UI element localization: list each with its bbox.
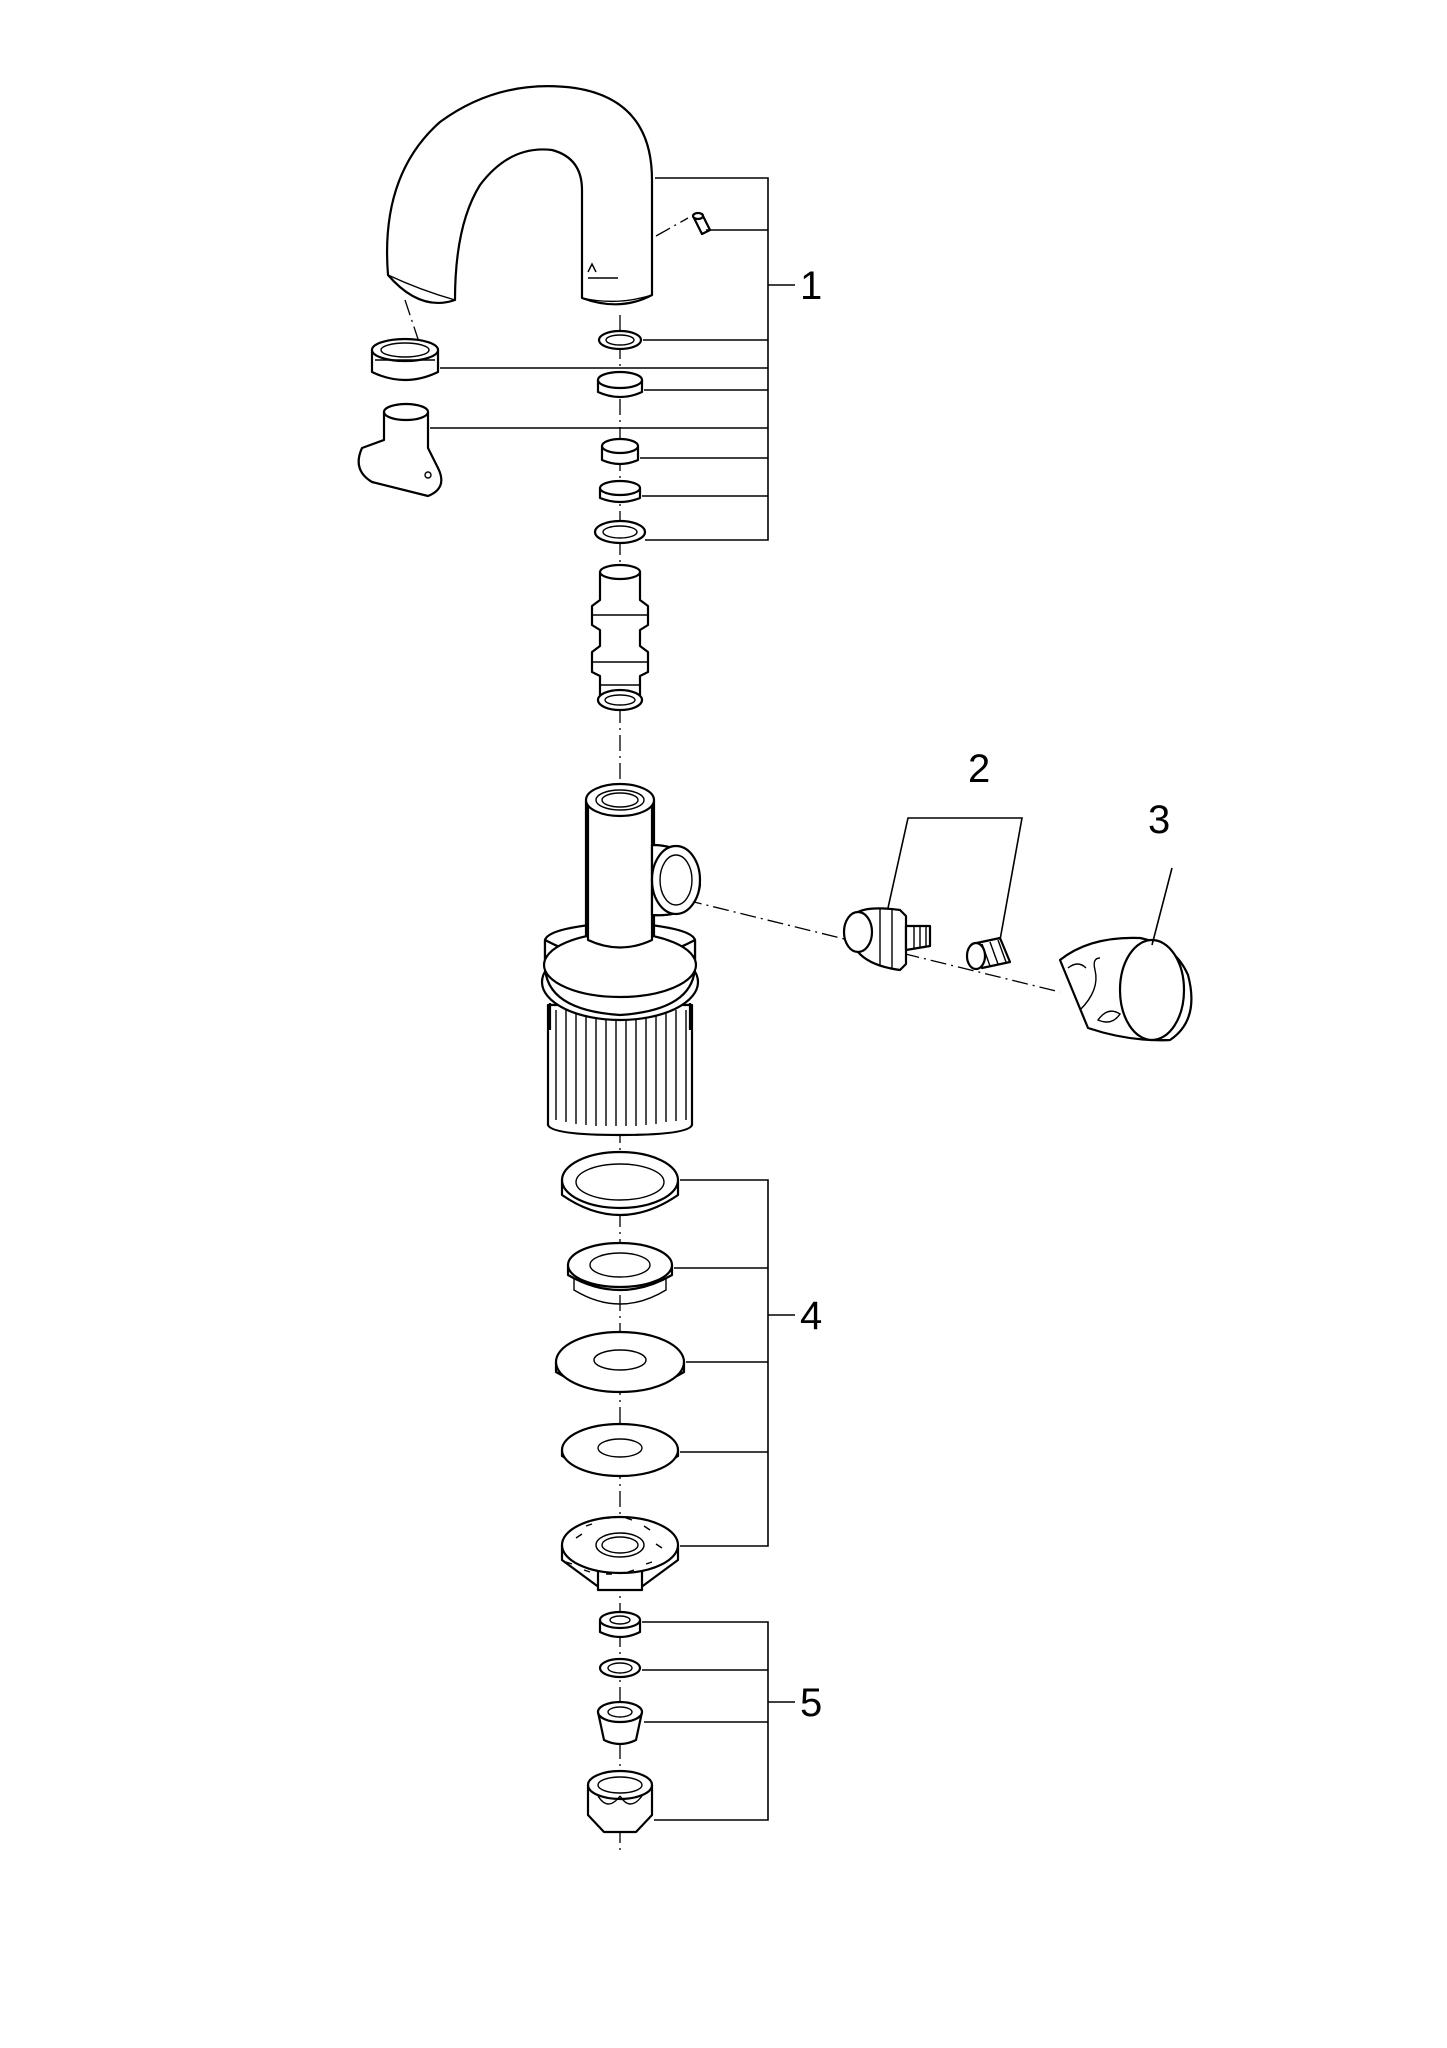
aerator-key: [357, 402, 443, 498]
callout-4: 4: [800, 1294, 823, 1338]
spout-logo: [587, 262, 618, 279]
valve-body: [540, 782, 702, 1137]
callout-2: 2: [968, 747, 991, 791]
mounting-nut: [560, 1515, 680, 1592]
callout-1: 1: [800, 264, 823, 308]
check-valve-insert: [590, 563, 650, 712]
center-axis: [404, 217, 1061, 1850]
mounting-set: [554, 1150, 686, 1592]
spout: [386, 85, 654, 306]
leader-group-3: [1151, 867, 1173, 946]
leader-group-5: [642, 1621, 795, 1821]
valve-cartridge: [842, 907, 932, 972]
spout-seals: [593, 329, 647, 545]
handle: [1058, 936, 1193, 1042]
spindle-adapter: [965, 936, 1012, 971]
callout-5: 5: [800, 1681, 823, 1725]
aerator: [370, 337, 440, 382]
grub-screw: [691, 211, 712, 236]
leader-group-2: [887, 817, 1023, 941]
callout-3: 3: [1148, 798, 1171, 842]
connection-set: [586, 1610, 654, 1834]
leader-group-4: [674, 1179, 795, 1547]
leader-group-1: [430, 177, 795, 541]
